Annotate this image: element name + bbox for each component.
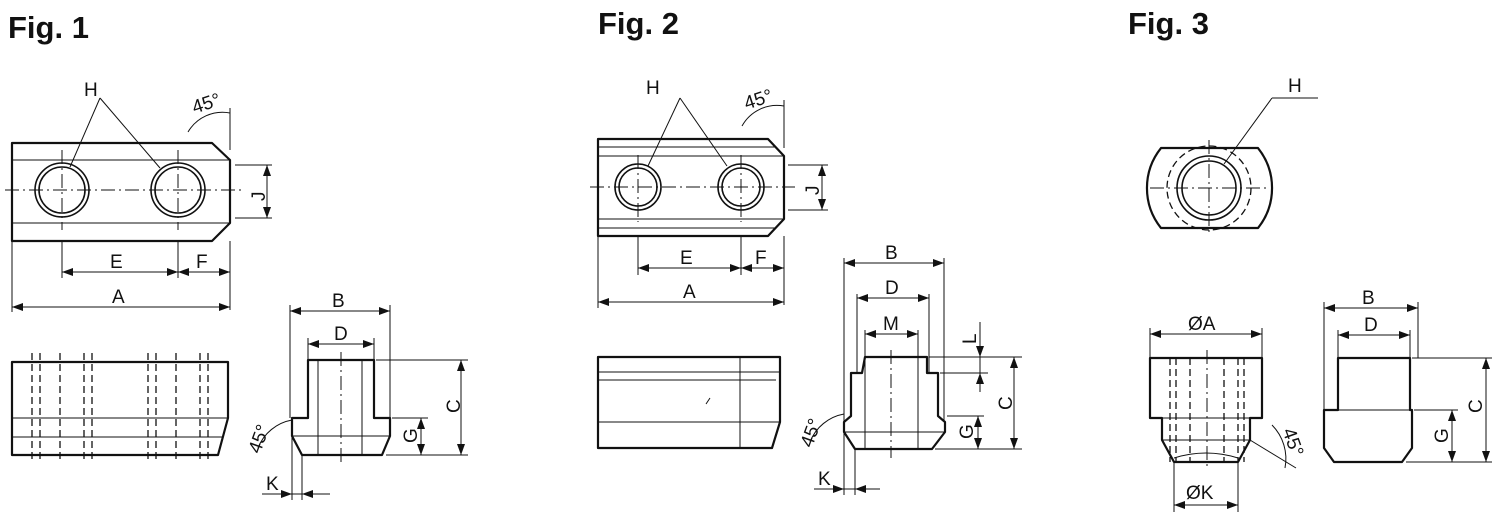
fig2-label-m: M	[883, 314, 899, 335]
fig3-label-a: ØA	[1188, 314, 1216, 335]
fig2-label-c: C	[996, 396, 1017, 410]
figure-2: Fig. 2	[590, 6, 1022, 495]
fig1-label-c: C	[444, 399, 465, 413]
fig3-label-h: H	[1288, 76, 1302, 97]
fig2-label-k: K	[818, 469, 831, 490]
fig3-label-d: D	[1364, 315, 1378, 336]
fig2-label-l: L	[960, 333, 981, 344]
fig2-label-a: A	[683, 282, 696, 303]
fig2-label-f: F	[755, 248, 767, 269]
fig1-label-e: E	[110, 252, 123, 273]
fig3-label-c: C	[1466, 399, 1487, 413]
fig2-label-e: E	[680, 248, 693, 269]
fig3-label-b: B	[1362, 288, 1375, 309]
fig2-label-angle-side: 45°	[797, 416, 827, 450]
figure-1: Fig. 1	[5, 10, 468, 500]
fig1-top-view	[5, 97, 272, 312]
fig3-side-view	[1322, 302, 1492, 464]
fig1-front-view	[10, 353, 230, 463]
fig2-label-g: G	[957, 424, 978, 439]
fig2-dimension-labels: H 45° J E F A B D M L C G 45° K	[646, 78, 1017, 490]
fig1-label-j: J	[249, 192, 270, 202]
figure-3: Fig. 3	[1128, 6, 1492, 512]
fig2-front-view	[596, 355, 782, 450]
fig2-label-b: B	[885, 243, 898, 264]
fig1-label-d: D	[334, 324, 348, 345]
fig3-top-view	[1145, 97, 1318, 236]
fig2-side-view	[809, 258, 1022, 495]
fig2-top-view	[590, 97, 828, 308]
fig1-label-h: H	[84, 80, 98, 101]
fig3-label-g: G	[1432, 428, 1453, 443]
fig3-label-k: ØK	[1186, 483, 1214, 504]
fig1-label-k: K	[266, 474, 279, 495]
fig2-label-angle-top: 45°	[742, 86, 776, 115]
fig3-label-angle: 45°	[1278, 425, 1308, 459]
fig1-title: Fig. 1	[8, 10, 89, 45]
fig1-label-a: A	[112, 287, 125, 308]
fig3-front-view	[1148, 328, 1297, 512]
fig3-title: Fig. 3	[1128, 6, 1209, 41]
fig1-label-angle-top: 45°	[190, 90, 224, 119]
fig2-label-j: J	[803, 186, 824, 196]
fig1-label-b: B	[332, 291, 345, 312]
fig1-label-angle-side: 45°	[245, 422, 275, 456]
fig2-label-h: H	[646, 78, 660, 99]
fig1-side-view	[257, 305, 468, 500]
fig1-label-f: F	[196, 252, 208, 273]
fig2-label-d: D	[885, 278, 899, 299]
fig1-label-g: G	[401, 428, 422, 443]
fig2-title: Fig. 2	[598, 6, 679, 41]
